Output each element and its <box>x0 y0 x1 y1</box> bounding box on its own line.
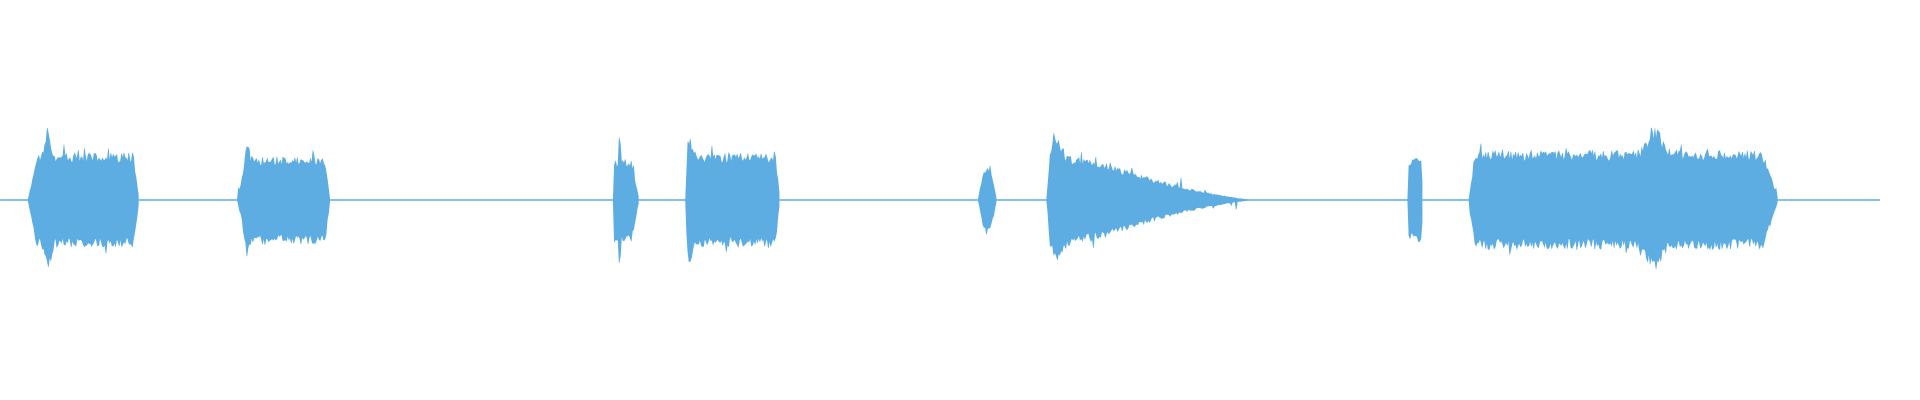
waveform-segment-2 <box>236 146 330 257</box>
waveform-segment-8 <box>1468 127 1778 269</box>
waveform-segment-1 <box>27 127 139 267</box>
waveform-segment-6 <box>1046 133 1250 261</box>
waveform-segment-5 <box>977 165 997 235</box>
waveform-segment-7 <box>1407 158 1423 243</box>
waveform-segment-4 <box>685 139 780 263</box>
waveform-segments <box>27 127 1778 269</box>
waveform-segment-3 <box>612 137 639 263</box>
